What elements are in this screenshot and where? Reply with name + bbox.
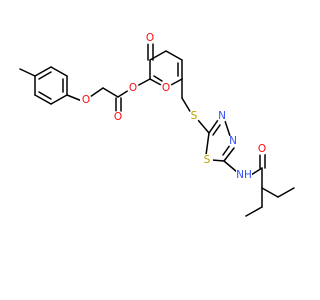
bond bbox=[197, 119, 210, 134]
bond bbox=[205, 132, 210, 156]
bond bbox=[181, 97, 192, 114]
bond bbox=[153, 75, 163, 82]
bond bbox=[165, 50, 183, 61]
bond bbox=[208, 119, 219, 134]
bond bbox=[223, 147, 235, 162]
bond bbox=[66, 94, 83, 102]
bond bbox=[222, 144, 231, 156]
atom-o-ether: O bbox=[82, 94, 90, 106]
atom-o-pyranone-carbonyl: O bbox=[146, 32, 154, 44]
bond bbox=[277, 187, 295, 198]
bond bbox=[38, 91, 52, 100]
atom-o-ester-single: O bbox=[129, 82, 137, 94]
atom-s-thiadiazole: S bbox=[204, 154, 211, 166]
bond bbox=[250, 167, 263, 176]
bond bbox=[136, 78, 151, 87]
atom-n-thiadiazole-top: N bbox=[218, 110, 226, 122]
molecule-structure: O O O O O S N N S NH O bbox=[19, 32, 295, 217]
atom-nh-amide: NH bbox=[236, 169, 252, 181]
bond bbox=[212, 124, 221, 136]
atom-n-thiadiazole-bottom: N bbox=[229, 135, 237, 147]
bond bbox=[89, 87, 104, 98]
atom-labels: O O O O O S N N S NH O bbox=[80, 32, 268, 181]
bond bbox=[34, 94, 52, 105]
atom-o-amide: O bbox=[258, 143, 266, 155]
bonds bbox=[19, 43, 295, 217]
bond bbox=[50, 94, 68, 105]
bond bbox=[211, 159, 225, 162]
bond bbox=[170, 78, 183, 86]
bond bbox=[224, 120, 231, 137]
bond bbox=[19, 68, 36, 77]
bond bbox=[245, 206, 263, 217]
bond bbox=[38, 71, 52, 80]
bond bbox=[102, 87, 119, 98]
bond bbox=[117, 89, 130, 98]
bond bbox=[149, 78, 162, 86]
bond bbox=[261, 187, 279, 198]
atom-o-ester-carbonyl: O bbox=[114, 111, 122, 123]
atom-o-pyran-ring: O bbox=[162, 82, 170, 94]
atom-s-thioether: S bbox=[191, 110, 198, 122]
bond bbox=[50, 66, 68, 77]
bond bbox=[34, 66, 52, 77]
bond bbox=[223, 160, 238, 173]
